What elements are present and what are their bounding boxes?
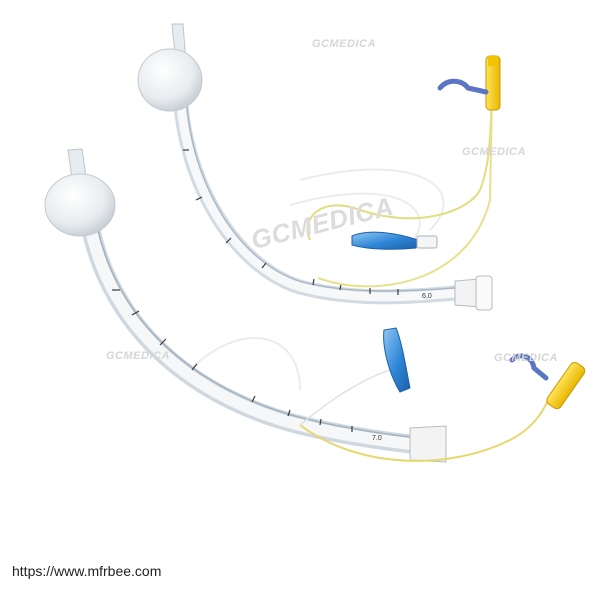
lower-pilot-line (299, 391, 553, 462)
upper-valve-cap (485, 55, 501, 111)
watermark-logo-right-mid: GCMEDICA (462, 146, 526, 158)
upper-endotracheal-tube: 6.0 (137, 23, 493, 311)
lower-valve-cap (546, 361, 586, 410)
lower-inflation-cuff (44, 173, 116, 237)
lower-clip (509, 353, 549, 381)
upper-tube-body (172, 62, 463, 305)
watermark-logo-left-mid: GCMEDICA (106, 350, 170, 362)
watermark-logo-right-low: GCMEDICA (494, 352, 558, 364)
upper-tube-size-marking: 6.0 (422, 293, 432, 300)
lower-pilot-balloon (383, 327, 411, 393)
upper-clip (437, 78, 489, 95)
upper-inflation-cuff (137, 48, 203, 112)
background-swoosh (189, 168, 445, 391)
lower-15mm-connector (409, 425, 447, 463)
lower-tube-size-marking: 7.0 (372, 435, 382, 442)
upper-pilot-line (306, 99, 493, 241)
lower-endotracheal-tube: 7.0 (44, 148, 447, 463)
source-url-caption: https://www.mfrbee.com (12, 563, 162, 579)
upper-pilot-balloon (351, 231, 438, 250)
watermark-logo-top-right: GCMEDICA (312, 38, 376, 50)
